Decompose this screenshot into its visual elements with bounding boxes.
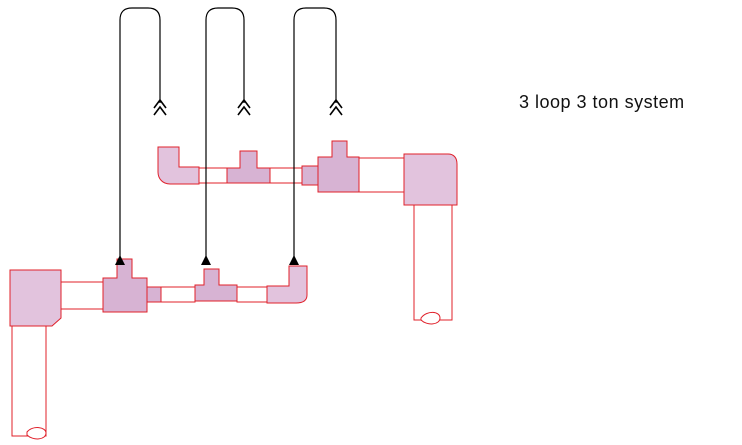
loop-2-return-chevrons xyxy=(237,98,251,116)
loop-3 xyxy=(289,7,343,265)
lower-header xyxy=(9,258,308,440)
loop-3-return-chevrons xyxy=(329,98,343,116)
loop-1-return-chevrons xyxy=(153,98,167,116)
upper-pipe-segment xyxy=(198,167,228,184)
lower-pipe-segment xyxy=(160,286,196,303)
upper-coupling xyxy=(301,165,319,186)
loop-2 xyxy=(201,7,251,265)
lower-tee-1 xyxy=(102,258,148,313)
loop-1 xyxy=(115,7,167,265)
upper-end-elbow xyxy=(157,146,200,185)
lower-pipe-cut-end xyxy=(26,427,47,440)
upper-header xyxy=(157,140,458,325)
loop-1-line xyxy=(115,7,161,265)
loop-3-line xyxy=(289,7,337,265)
upper-right-vertical-pipe xyxy=(413,204,453,321)
lower-pipe-segment xyxy=(236,286,268,303)
upper-tee-2 xyxy=(317,140,360,193)
lower-coupling xyxy=(146,286,162,303)
upper-pipe-segment xyxy=(358,157,405,193)
lower-left-vertical-pipe xyxy=(11,317,47,437)
lower-end-elbow xyxy=(266,265,308,304)
upper-right-elbow xyxy=(403,153,458,206)
lower-tee-2 xyxy=(194,268,238,302)
lower-pipe-segment xyxy=(60,281,104,310)
upper-pipe-cut-end xyxy=(420,311,441,325)
loop-2-line xyxy=(201,7,245,265)
upper-tee-1 xyxy=(226,150,271,184)
diagram-caption: 3 loop 3 ton system xyxy=(519,92,685,112)
upper-pipe-segment xyxy=(269,167,303,184)
lower-left-elbow xyxy=(9,269,62,327)
